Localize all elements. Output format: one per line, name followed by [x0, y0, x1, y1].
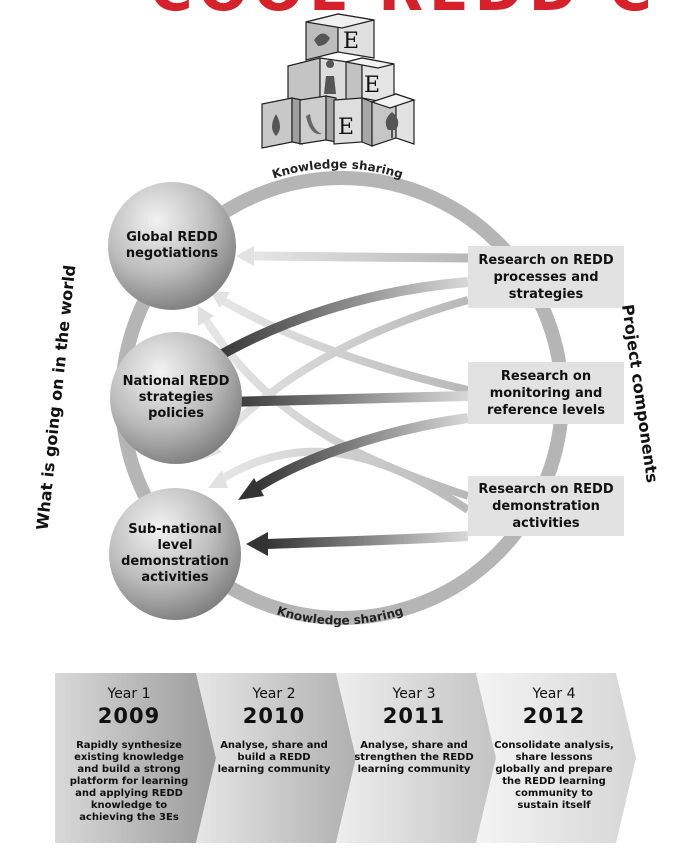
component-processes-strategies: Research on REDD processes and strategie… [468, 246, 624, 308]
light-arrow [208, 447, 471, 514]
year-number: 2012 [522, 704, 586, 728]
block-top [305, 13, 375, 61]
world-node-subnational: Sub-national level demonstration activit… [121, 522, 229, 585]
timeline-chevrons [55, 673, 636, 843]
block-bottom-1 [261, 97, 303, 149]
subnational-activities-sphere [109, 488, 241, 620]
world-node-global: Global REDD negotiations [125, 230, 219, 261]
title-fragment: COOL REDD C [150, 0, 673, 24]
year-label: Year 4 [532, 686, 576, 702]
year-label: Year 1 [107, 686, 151, 702]
component-demonstration: Research on REDD demonstration activitie… [468, 476, 624, 536]
chevron-year-1 [55, 673, 216, 843]
global-negotiations-sphere [108, 182, 236, 310]
dark-arrow [238, 413, 469, 500]
year-number: 2011 [382, 704, 446, 728]
person-icon [324, 60, 336, 94]
block-letter-1: E [343, 29, 359, 54]
year-number: 2010 [242, 704, 306, 728]
year-description: Rapidly synthesize existing knowledge an… [69, 740, 189, 823]
component-monitoring-reference: Research on monitoring and reference lev… [468, 362, 624, 424]
year-number: 2009 [97, 704, 161, 728]
chevron-year-2 [196, 673, 356, 843]
timeline-year-2: Year 2 2010 Analyse, share and build a R… [214, 686, 334, 776]
national-strategies-sphere [110, 332, 242, 464]
year-description: Analyse, share and build a REDD learning… [217, 740, 331, 775]
block-bottom-4 [370, 93, 416, 147]
year-label: Year 3 [392, 686, 436, 702]
block-bottom-3 [333, 97, 373, 147]
light-arrow [236, 246, 469, 266]
timeline-year-1: Year 1 2009 Rapidly synthesize existing … [66, 686, 192, 824]
chevron-year-3 [336, 673, 496, 843]
bird-icon [314, 33, 330, 46]
chevron-year-4 [476, 673, 636, 843]
block-bottom-2 [299, 95, 337, 145]
timeline-year-3: Year 3 2011 Analyse, share and strengthe… [354, 686, 474, 776]
year-description: Consolidate analysis, share lessons glob… [494, 740, 614, 811]
block-middle-right [345, 57, 395, 105]
toy-blocks-illustration [261, 13, 416, 149]
bananas-icon [306, 114, 322, 135]
world-node-national: National REDD strategies policies [122, 374, 230, 421]
block-letter-3: E [338, 115, 354, 140]
dark-arrow [246, 531, 469, 556]
tree-icon [385, 112, 399, 138]
drop-icon [272, 114, 280, 136]
year-description: Analyse, share and strengthen the REDD l… [354, 740, 474, 775]
timeline-year-4: Year 4 2012 Consolidate analysis, share … [494, 686, 614, 812]
year-label: Year 2 [252, 686, 296, 702]
block-letter-2: E [364, 73, 380, 98]
